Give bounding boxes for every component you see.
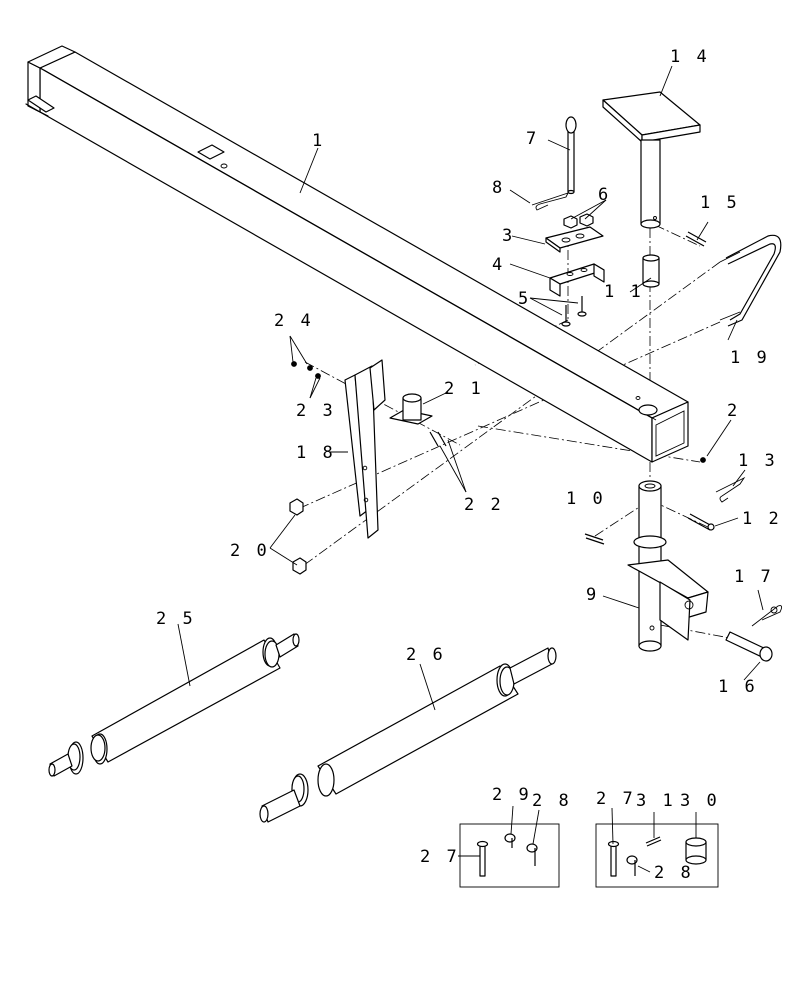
callout-9: 9 <box>586 585 599 605</box>
callout-16: 1 6 <box>718 677 758 697</box>
side-bracket <box>344 359 386 539</box>
callout-8: 8 <box>492 178 505 198</box>
clamp-plate <box>545 226 604 253</box>
carriage-bolts <box>561 296 587 327</box>
fasteners-23-24 <box>291 361 321 379</box>
callout-17: 1 7 <box>734 567 774 587</box>
callout-13: 1 3 <box>738 451 778 471</box>
hex-nuts <box>289 498 307 575</box>
callout-5: 5 <box>518 289 531 309</box>
bushing-cup <box>389 393 433 425</box>
spindle-shaft-25 <box>48 633 300 777</box>
nut-2 <box>700 457 706 463</box>
callout-1: 1 <box>312 131 325 151</box>
leader-lines <box>177 65 764 873</box>
callout-31: 3 1 <box>636 791 676 811</box>
callout-20: 2 0 <box>230 541 270 561</box>
callout-28-kit-a: 2 8 <box>532 791 572 811</box>
kit-box-b <box>595 823 719 888</box>
callout-23: 2 3 <box>296 401 336 421</box>
callout-25: 2 5 <box>156 609 196 629</box>
jack-bushing <box>642 254 660 288</box>
callout-6: 6 <box>598 185 611 205</box>
lock-nuts <box>563 213 594 229</box>
callout-4: 4 <box>492 255 505 275</box>
hair-pin-clip <box>531 192 569 211</box>
callout-30: 3 0 <box>680 791 720 811</box>
callout-22: 2 2 <box>464 495 504 515</box>
clip-13 <box>715 476 746 503</box>
hitch-pin <box>565 116 577 195</box>
callout-labels: 1 2 3 4 5 6 7 8 9 1 0 1 1 1 2 1 3 1 4 1 … <box>156 47 782 883</box>
linchpin-clip <box>751 605 783 627</box>
u-bolt <box>719 234 782 327</box>
jack-mast <box>627 480 709 652</box>
callout-11: 1 1 <box>604 282 644 302</box>
callout-18: 1 8 <box>296 443 336 463</box>
kit-box-a <box>459 823 560 888</box>
roll-pin-15 <box>685 231 707 247</box>
callout-3: 3 <box>502 226 515 246</box>
callout-10: 1 0 <box>566 489 606 509</box>
callout-19: 1 9 <box>730 348 770 368</box>
pin-12 <box>687 513 715 531</box>
pin-10 <box>584 533 605 545</box>
callout-24: 2 4 <box>274 311 314 331</box>
callout-2: 2 <box>727 401 740 421</box>
callout-26: 2 6 <box>406 645 446 665</box>
jack-foot-plate <box>602 91 701 229</box>
callout-14: 1 4 <box>670 47 710 67</box>
bolts-22 <box>429 431 447 447</box>
main-frame-tube <box>25 45 689 463</box>
callout-12: 1 2 <box>742 509 782 529</box>
callout-15: 1 5 <box>700 193 740 213</box>
callout-7: 7 <box>526 129 539 149</box>
callout-27-kit-b: 2 7 <box>596 789 636 809</box>
callout-21: 2 1 <box>444 379 484 399</box>
callout-29: 2 9 <box>492 785 532 805</box>
spindle-shaft-26 <box>259 647 557 823</box>
callout-28-kit-b: 2 8 <box>654 863 694 883</box>
pin-16 <box>725 631 773 662</box>
callout-27-kit-a: 2 7 <box>420 847 460 867</box>
mounting-bracket <box>549 263 605 297</box>
